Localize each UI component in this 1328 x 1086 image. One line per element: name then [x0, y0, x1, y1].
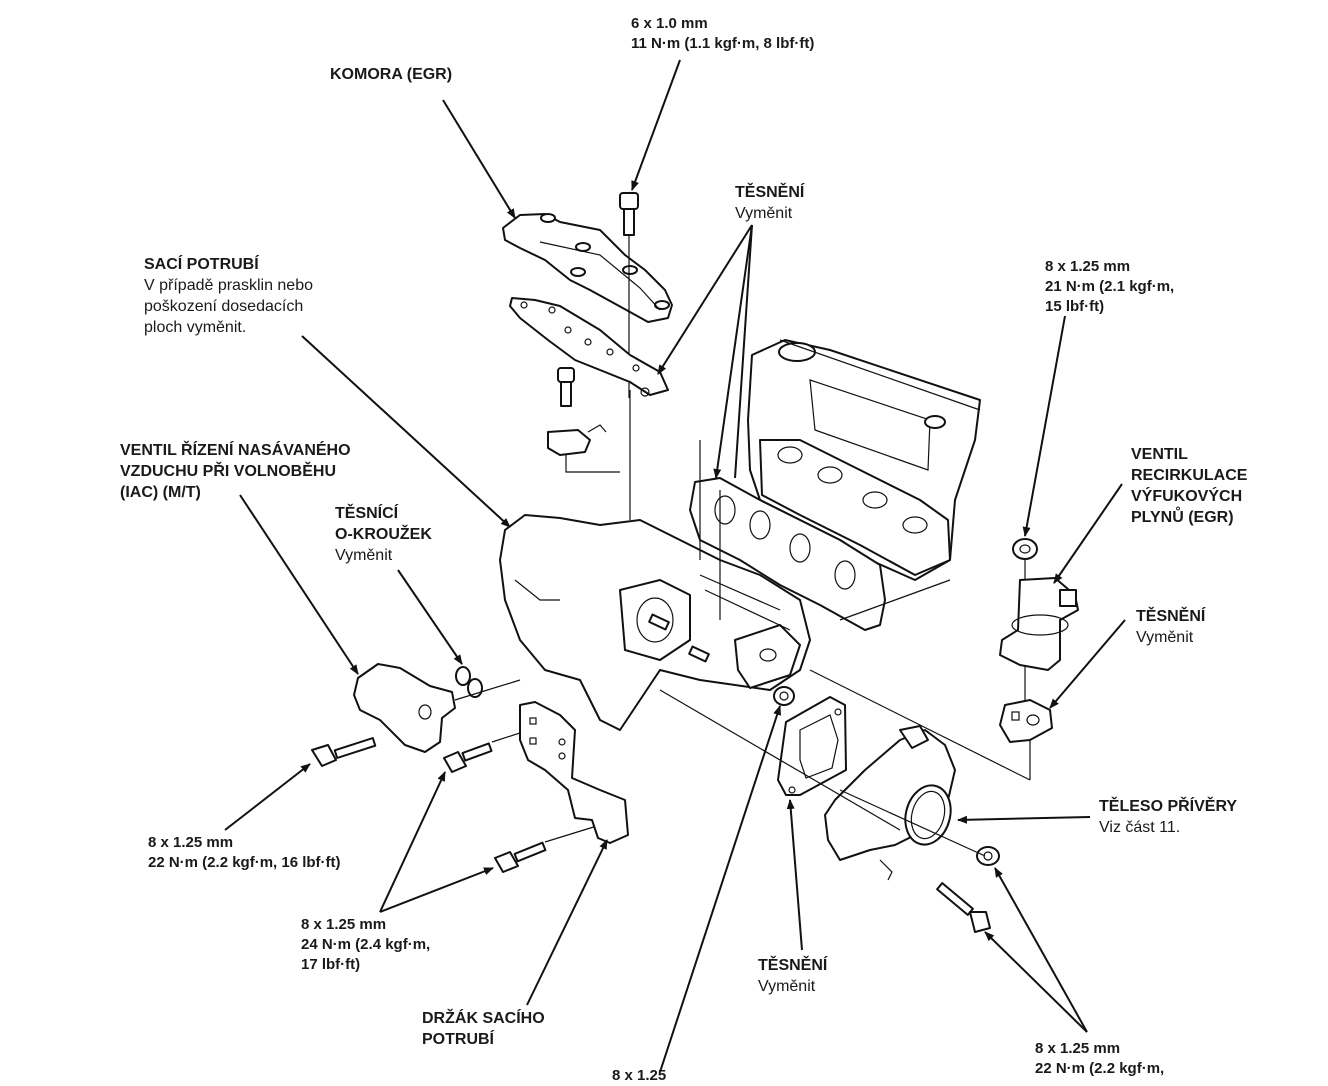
- o-ring-note: Vyměnit: [335, 547, 393, 564]
- gasket-top-title: TĚSNĚNÍ: [735, 184, 805, 201]
- egr-chamber-gasket-part: [509, 297, 669, 397]
- bolt-bracket-size: 8 x 1.25 mm: [301, 916, 387, 933]
- bolt-throttle-size: 8 x 1.25 mm: [1035, 1040, 1121, 1057]
- intake-manifold-note-3: ploch vyměnit.: [144, 319, 247, 336]
- label-bolt-throttle: 8 x 1.25 mm 22 N·m (2.2 kgf·m,: [1035, 1039, 1164, 1079]
- leader-lines: [224, 59, 1126, 1073]
- o-ring-title-2: O-KROUŽEK: [335, 526, 432, 543]
- intake-manifold-note-1: V případě prasklin nebo: [144, 277, 313, 294]
- gasket-throttle-note: Vyměnit: [758, 978, 816, 995]
- label-bottom-cut: 8 x 1.25: [612, 1066, 666, 1086]
- label-bracket: DRŽÁK SACÍHO POTRUBÍ: [422, 1008, 545, 1050]
- bolt-egr-torque-2: 15 lbf·ft): [1045, 298, 1105, 315]
- label-gasket-throttle: TĚSNĚNÍ Vyměnit: [758, 955, 827, 997]
- label-intake-manifold: SACÍ POTRUBÍ V případě prasklin nebo poš…: [144, 254, 313, 338]
- label-egr-chamber: KOMORA (EGR): [330, 64, 452, 85]
- egr-valve-title-3: VÝFUKOVÝCH: [1131, 488, 1243, 505]
- bolt-6x1-torque: 11 N·m (1.1 kgf·m, 8 lbf·ft): [631, 35, 815, 52]
- egr-valve-title-2: RECIRKULACE: [1131, 467, 1248, 484]
- bolt-bracket-torque-1: 24 N·m (2.4 kgf·m,: [301, 936, 431, 953]
- label-gasket-top: TĚSNĚNÍ Vyměnit: [735, 182, 804, 224]
- egr-chamber-part: [502, 213, 673, 323]
- bolt-bracket-torque-2: 17 lbf·ft): [301, 956, 361, 973]
- manifold-bracket-part: [519, 701, 629, 844]
- egr-chamber-title: KOMORA (EGR): [330, 66, 453, 83]
- label-throttle-body: TĚLESO PŘÍVĚRY Viz část 11.: [1099, 796, 1237, 838]
- bracket-bolt-part: [547, 367, 620, 473]
- throttle-gasket-part: [777, 696, 847, 796]
- iac-title-2: VZDUCHU PŘI VOLNOBĚHU: [120, 463, 337, 480]
- egr-valve-gasket-part: [999, 699, 1053, 743]
- gasket-egr-note: Vyměnit: [1136, 629, 1194, 646]
- bolt-iac-torque: 22 N·m (2.2 kgf·m, 16 lbf·ft): [148, 854, 341, 871]
- label-bolt-bracket: 8 x 1.25 mm 24 N·m (2.4 kgf·m, 17 lbf·ft…: [301, 915, 430, 975]
- label-bolt-egr-valve: 8 x 1.25 mm 21 N·m (2.1 kgf·m, 15 lbf·ft…: [1045, 257, 1174, 317]
- manifold-nut-part: [773, 686, 795, 706]
- manifold-gasket-part: [689, 477, 886, 631]
- egr-valve-title-4: PLYNŮ (EGR): [1131, 509, 1234, 526]
- iac-valve-part: [353, 663, 521, 753]
- iac-title-3: (IAC) (M/T): [120, 484, 201, 501]
- intake-manifold-title: SACÍ POTRUBÍ: [144, 256, 259, 273]
- label-egr-valve: VENTIL RECIRKULACE VÝFUKOVÝCH PLYNŮ (EGR…: [1131, 444, 1247, 528]
- cylinder-head-part: [747, 339, 981, 581]
- alignment-lines: [629, 390, 1031, 857]
- gasket-egr-title: TĚSNĚNÍ: [1136, 608, 1206, 625]
- throttle-bolt-part: [936, 882, 991, 933]
- gasket-top-note: Vyměnit: [735, 205, 793, 222]
- o-ring-title-1: TĚSNÍCÍ: [335, 505, 399, 522]
- egr-valve-part: [999, 577, 1079, 671]
- bracket-title-2: POTRUBÍ: [422, 1031, 494, 1048]
- bolt-throttle-torque: 22 N·m (2.2 kgf·m,: [1035, 1060, 1165, 1077]
- label-iac-valve: VENTIL ŘÍZENÍ NASÁVANÉHO VZDUCHU PŘI VOL…: [120, 440, 351, 503]
- label-gasket-egr: TĚSNĚNÍ Vyměnit: [1136, 606, 1205, 648]
- bracket-title-1: DRŽÁK SACÍHO: [422, 1010, 545, 1027]
- throttle-nut-part: [976, 846, 1000, 866]
- throttle-body-title: TĚLESO PŘÍVĚRY: [1099, 798, 1238, 815]
- bolt-6x1-size: 6 x 1.0 mm: [631, 15, 708, 32]
- label-bolt-iac: 8 x 1.25 mm 22 N·m (2.2 kgf·m, 16 lbf·ft…: [148, 833, 341, 873]
- bolt-egr-size: 8 x 1.25 mm: [1045, 258, 1131, 275]
- bottom-cut-text: 8 x 1.25: [612, 1067, 667, 1084]
- bolt-egr-torque-1: 21 N·m (2.1 kgf·m,: [1045, 278, 1175, 295]
- label-bolt-6x1: 6 x 1.0 mm 11 N·m (1.1 kgf·m, 8 lbf·ft): [631, 14, 814, 54]
- iac-title-1: VENTIL ŘÍZENÍ NASÁVANÉHO: [120, 442, 351, 459]
- bolt-iac-size: 8 x 1.25 mm: [148, 834, 234, 851]
- iac-bolt-part: [311, 737, 377, 767]
- label-o-ring: TĚSNÍCÍ O-KROUŽEK Vyměnit: [335, 503, 432, 566]
- intake-manifold-part: [499, 514, 811, 731]
- bracket-bolt-lower-part: [494, 824, 601, 873]
- gasket-throttle-title: TĚSNĚNÍ: [758, 957, 828, 974]
- throttle-body-note: Viz část 11.: [1099, 819, 1181, 836]
- egr-valve-title-1: VENTIL: [1131, 446, 1188, 463]
- intake-manifold-note-2: poškození dosedacích: [144, 298, 304, 315]
